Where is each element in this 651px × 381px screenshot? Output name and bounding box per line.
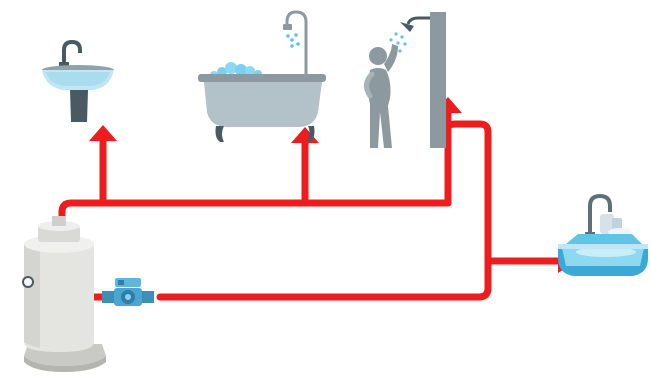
loop-pipe	[156, 120, 492, 301]
pipe-network	[58, 108, 564, 301]
wash-basin-icon	[42, 39, 114, 122]
arrow-up-bathtub	[291, 127, 319, 143]
pump-icon	[102, 278, 154, 306]
kitchen-sink-icon	[558, 193, 648, 276]
supply-main-pipe	[58, 199, 452, 234]
arrow-up-basin	[89, 125, 117, 141]
flow-arrows	[89, 97, 578, 273]
shower-icon	[364, 12, 446, 148]
water-heater-icon	[22, 216, 106, 372]
bathtub-icon	[198, 10, 326, 142]
